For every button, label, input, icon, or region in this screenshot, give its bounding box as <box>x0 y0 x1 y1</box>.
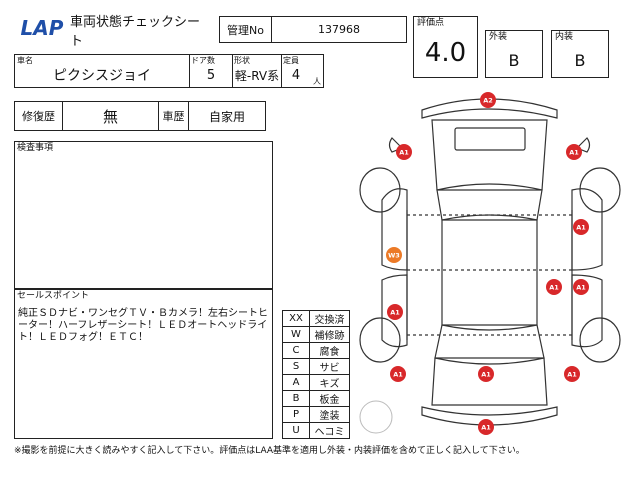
damage-mark-label: W3 <box>388 252 400 260</box>
legend-meaning: 腐食 <box>309 342 350 359</box>
damage-mark-label: A1 <box>390 309 400 317</box>
legend-meaning: サビ <box>309 358 350 375</box>
damage-mark-label: A1 <box>393 371 403 379</box>
inspection-box: 検査事項 <box>14 141 273 289</box>
damage-mark-circle <box>386 247 402 263</box>
score-value: 4.0 <box>424 38 467 68</box>
damage-mark-label: A1 <box>481 424 491 432</box>
record-value: 自家用 <box>208 109 245 124</box>
damage-mark: A1 <box>387 304 403 320</box>
damage-mark-label: A1 <box>481 371 491 379</box>
legend-code: A <box>282 374 310 391</box>
damage-mark-circle <box>396 144 412 160</box>
legend-code: W <box>282 326 310 343</box>
repair-label: 修復歴 <box>15 102 63 130</box>
mgmt-value: 137968 <box>318 23 360 36</box>
doors-value: 5 <box>206 67 216 83</box>
footer-note: ※撮影を前提に大きく読みやすく記入して下さい。評価点はLAA基準を適用し外装・内… <box>14 446 525 456</box>
capacity-unit: 人 <box>313 77 321 86</box>
sales-label: セールスポイント <box>17 291 90 301</box>
exterior-box: 外装 B <box>485 30 543 78</box>
lap-logo: LAP <box>16 16 68 40</box>
doors-label: ドア数 <box>191 56 215 65</box>
damage-mark-circle <box>564 366 580 382</box>
interior-label: 内装 <box>555 32 574 42</box>
sales-text: 純正ＳＤナビ・ワンセグＴＶ・Ｂカメラ！左右シートヒーター！ハーフレザーシート！Ｌ… <box>18 308 268 343</box>
legend-meaning: 補修跡 <box>309 326 350 343</box>
repair-value: 無 <box>63 102 159 130</box>
legend-meaning: キズ <box>309 374 350 391</box>
damage-mark-label: A1 <box>569 149 579 157</box>
sales-box: セールスポイント 純正ＳＤナビ・ワンセグＴＶ・Ｂカメラ！左右シートヒーター！ハー… <box>14 289 273 439</box>
legend-code: P <box>282 406 310 423</box>
damage-mark-circle <box>573 219 589 235</box>
mgmt-label: 管理No <box>220 17 272 42</box>
legend-code: U <box>282 422 310 439</box>
damage-mark-circle <box>566 144 582 160</box>
damage-mark-circle <box>546 279 562 295</box>
damage-mark-circle <box>478 366 494 382</box>
exterior-value: B <box>508 50 520 70</box>
shape-value: 軽-RV系 <box>234 68 280 83</box>
inspection-label: 検査事項 <box>17 143 54 153</box>
damage-mark-circle <box>480 92 496 108</box>
legend-meaning: 塗装 <box>309 406 350 423</box>
damage-mark-label: A1 <box>549 284 559 292</box>
interior-box: 内装 B <box>551 30 609 78</box>
legend-code: B <box>282 390 310 407</box>
damage-mark-circle <box>390 366 406 382</box>
damage-mark: W3 <box>386 247 402 263</box>
car-outline <box>359 98 621 426</box>
vehicle-info: 車名 ピクシスジョイ ドア数 5 形状 軽-RV系 定員 4 人 <box>14 54 324 88</box>
damage-mark-label: A1 <box>576 224 586 232</box>
sheet-title: 車両状態チェックシート <box>70 15 201 49</box>
name-value: ピクシスジョイ <box>53 68 151 84</box>
damage-mark-circle <box>478 419 494 435</box>
damage-mark-label: A1 <box>567 371 577 379</box>
damage-mark-label: A1 <box>399 149 409 157</box>
damage-mark: A1 <box>396 144 412 160</box>
damage-mark: A1 <box>573 279 589 295</box>
shape-label: 形状 <box>234 56 250 65</box>
damage-mark: A1 <box>546 279 562 295</box>
damage-mark: A2 <box>480 92 496 108</box>
legend-code: C <box>282 342 310 359</box>
mgmt-box: 管理No 137968 <box>219 16 407 43</box>
legend-meaning: 交換済 <box>309 310 350 327</box>
damage-mark: A1 <box>566 144 582 160</box>
damage-mark-label: A2 <box>483 97 493 105</box>
legend-meaning: 板金 <box>309 390 350 407</box>
damage-mark: A1 <box>478 419 494 435</box>
exterior-label: 外装 <box>489 32 508 42</box>
capacity-label: 定員 <box>283 56 299 65</box>
history-row: 修復歴 無 車歴 自家用 <box>14 101 266 131</box>
score-label: 評価点 <box>417 18 445 28</box>
interior-value: B <box>574 50 586 70</box>
capacity-value: 4 <box>291 67 301 83</box>
spare-tire-icon <box>359 400 393 434</box>
legend-code: XX <box>282 310 310 327</box>
name-label: 車名 <box>17 56 33 65</box>
damage-mark-label: A1 <box>576 284 586 292</box>
damage-mark: A1 <box>564 366 580 382</box>
damage-mark-circle <box>573 279 589 295</box>
record-label: 車歴 <box>159 102 189 130</box>
legend-meaning: ヘコミ <box>309 422 350 439</box>
damage-mark: A1 <box>390 366 406 382</box>
damage-mark: A1 <box>478 366 494 382</box>
damage-mark-circle <box>387 304 403 320</box>
logo-text: LAP <box>21 16 64 40</box>
score-box: 評価点 4.0 <box>413 16 478 78</box>
damage-mark: A1 <box>573 219 589 235</box>
legend-code: S <box>282 358 310 375</box>
